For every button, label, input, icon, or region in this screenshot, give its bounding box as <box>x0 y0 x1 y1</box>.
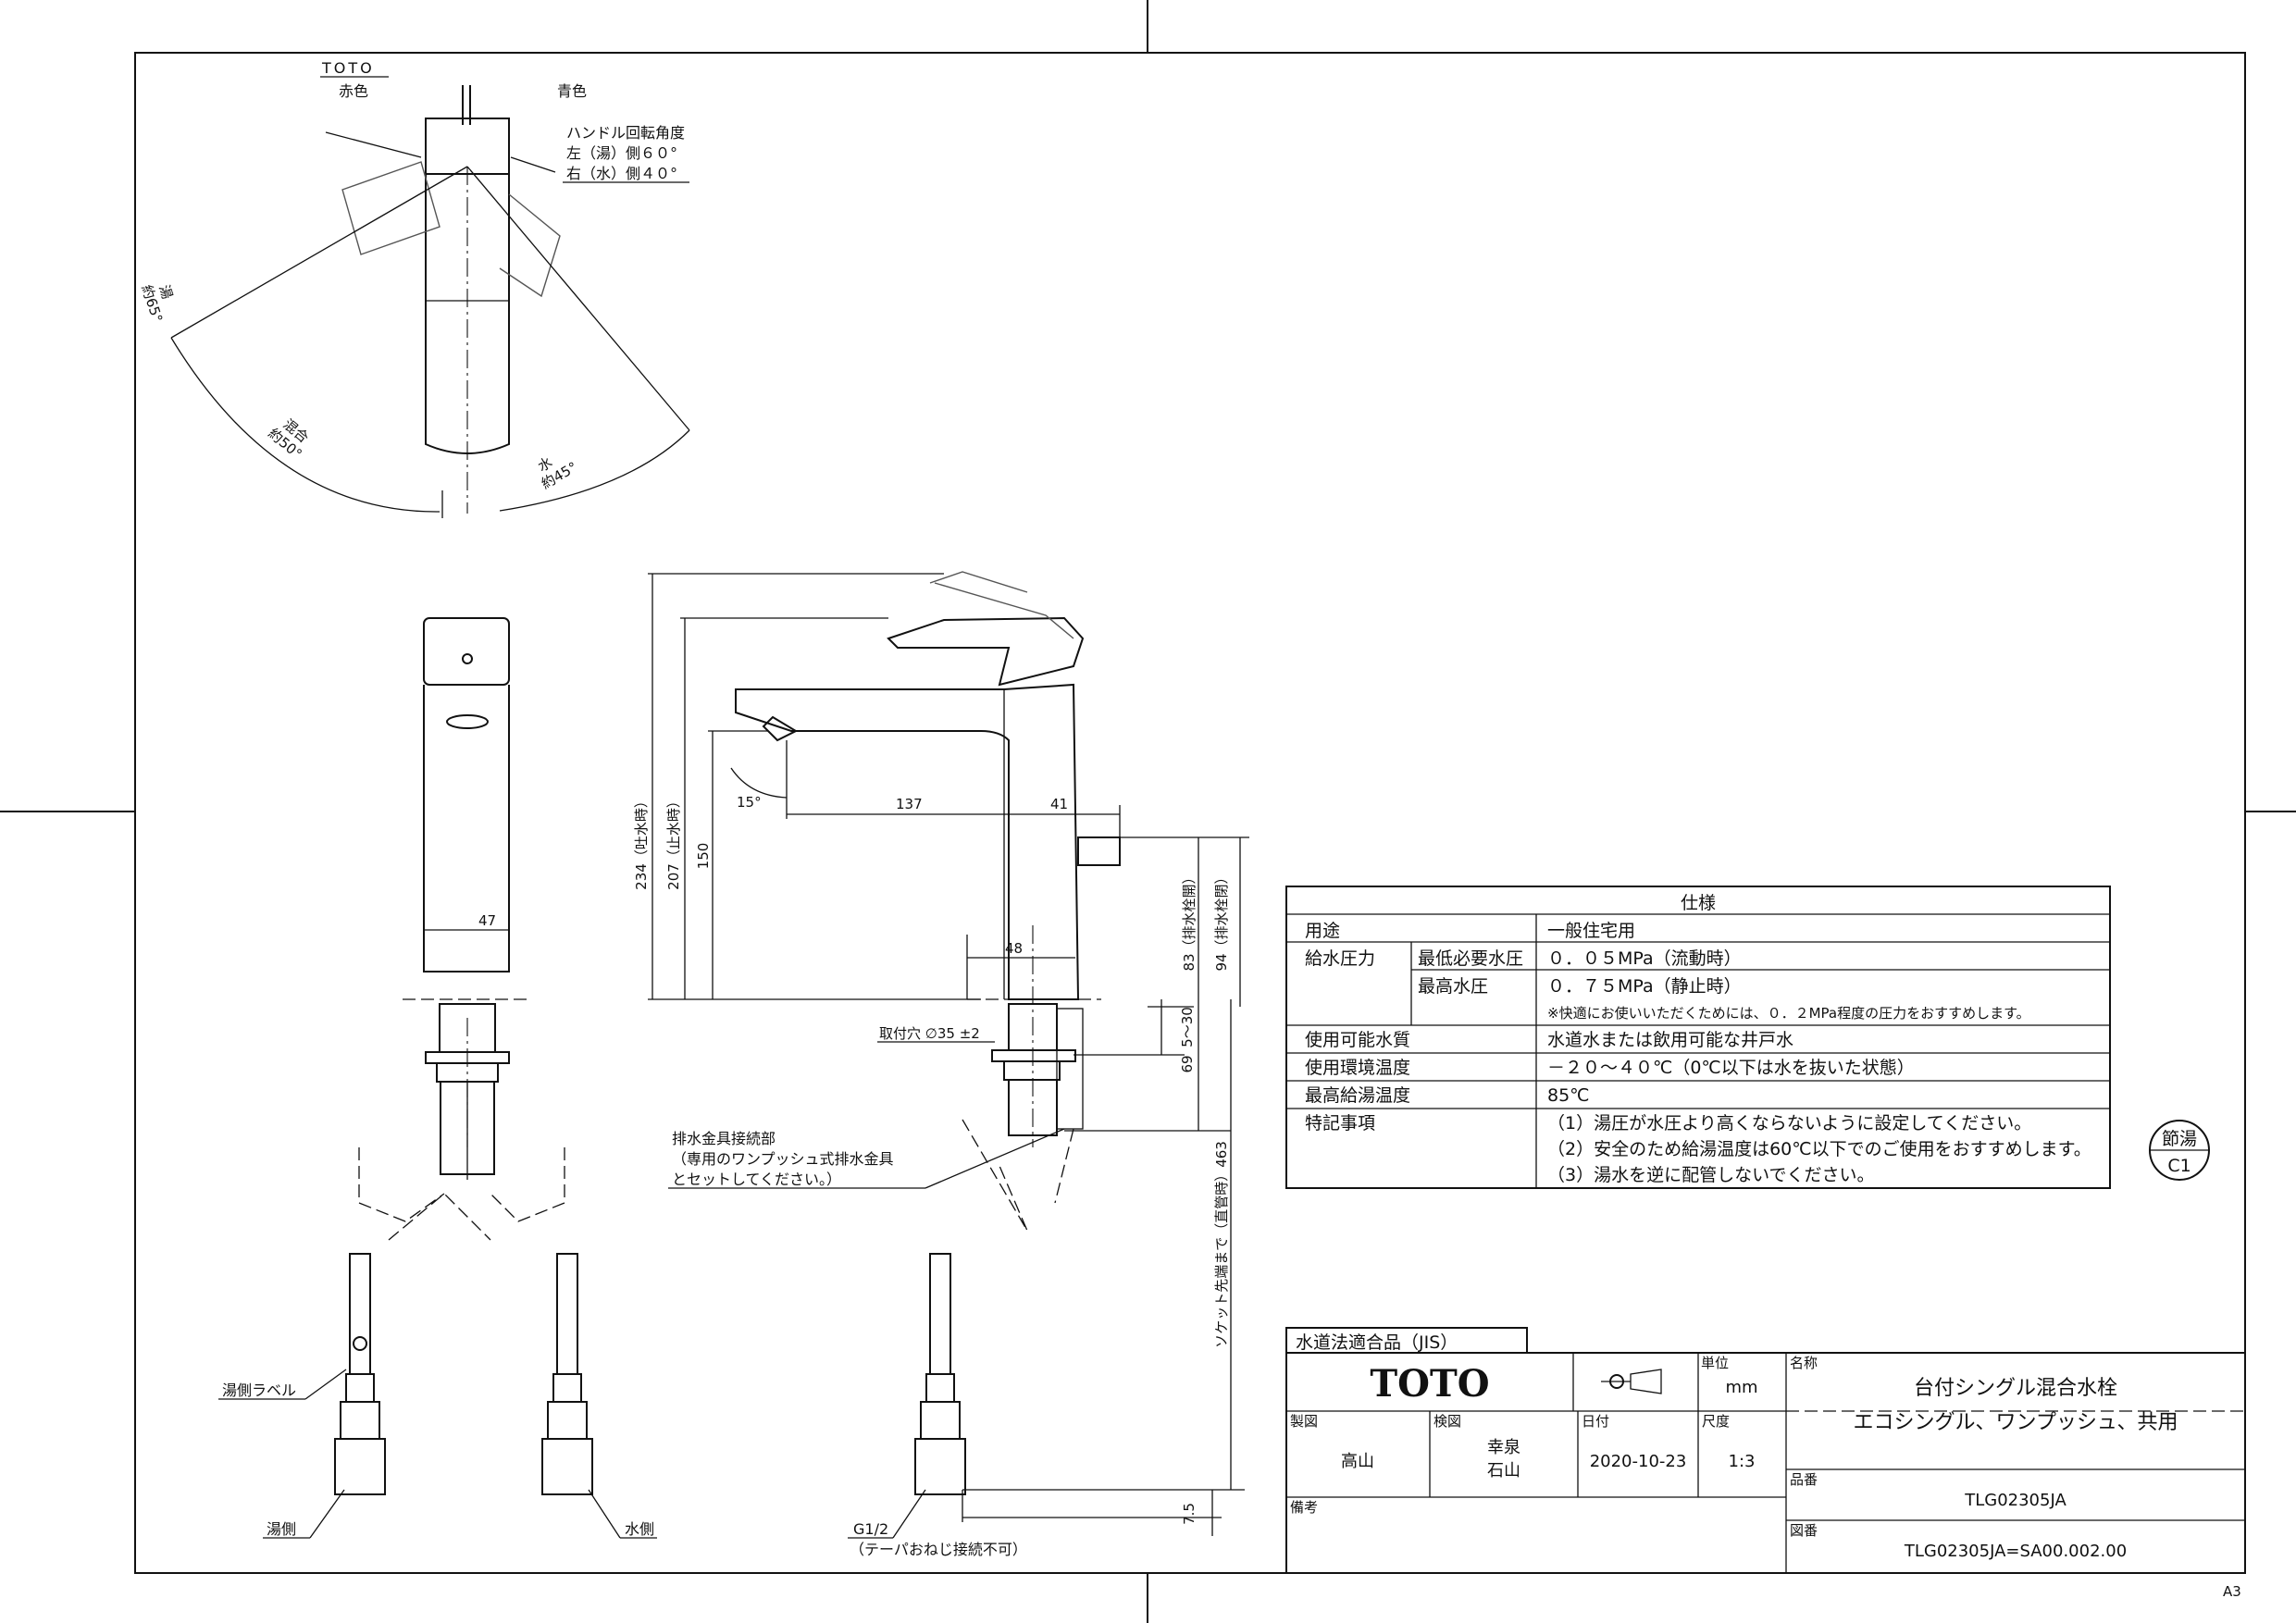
spec-table <box>1285 886 2111 1189</box>
scale-value: 1:3 <box>1729 1452 1756 1471</box>
drawn-label: 製図 <box>1290 1413 1318 1430</box>
spec-max-label: 最高水圧 <box>1418 976 1488 997</box>
spec-pressure-label: 給水圧力 <box>1305 948 1375 969</box>
title-block <box>1285 1327 2246 1574</box>
stamp-top: 節湯 <box>2162 1129 2197 1149</box>
sheet-size: A3 <box>2223 1583 2241 1600</box>
spec-hot-label: 最高給湯温度 <box>1305 1085 1410 1106</box>
checked-label: 検図 <box>1433 1413 1461 1430</box>
dim-48: 48 <box>1005 940 1023 957</box>
front-view <box>334 617 593 1495</box>
hot-angle-label: 湯 <box>155 283 176 302</box>
mount-hole: 取付穴 ∅35 ±2 <box>879 1025 980 1042</box>
spec-min-value: ０．０５MPa（流動時） <box>1547 948 1742 969</box>
spec-note-1: （1）湯圧が水圧より高くならないように設定してください。 <box>1547 1113 2031 1134</box>
part-value: TLG02305JA <box>1964 1491 2066 1510</box>
spec-min-label: 最低必要水圧 <box>1418 948 1523 969</box>
spec-hot-value: 85℃ <box>1547 1085 1590 1106</box>
cold-side-label: 水側 <box>625 1520 654 1538</box>
spec-pressure-note: ※快適にお使いいただくためには、０．２MPa程度の圧力をおすすめします。 <box>1547 1005 2030 1022</box>
spec-env-label: 使用環境温度 <box>1305 1058 1410 1078</box>
dim-15deg: 15° <box>737 794 762 811</box>
date-value: 2020-10-23 <box>1590 1452 1687 1471</box>
dim-7-5: 7.5 <box>1181 1503 1198 1525</box>
dim-69: 69 <box>1179 1055 1196 1072</box>
spec-note-2: （2）安全のため給湯温度は60℃以下でのご使用をおすすめします。 <box>1547 1139 2091 1159</box>
spec-water-value: 水道水または飲用可能な井戸水 <box>1547 1030 1793 1050</box>
date-label: 日付 <box>1582 1413 1609 1430</box>
g-thread-note: （テーパおねじ接続不可） <box>850 1541 1027 1558</box>
dim-234: 234（吐水時） <box>633 794 650 890</box>
brand-mark: TOTO <box>321 59 375 77</box>
hot-side-label: 湯側 <box>267 1520 296 1538</box>
spec-note-3: （3）湯水を逆に配管しないでください。 <box>1547 1165 1875 1185</box>
drain-callout-3: とセットしてください。） <box>672 1171 841 1188</box>
name-label: 名称 <box>1790 1355 1818 1371</box>
spec-max-value: ０．７５MPa（静止時） <box>1547 976 1742 997</box>
g-thread: G1/2 <box>853 1520 888 1538</box>
part-label: 品番 <box>1790 1471 1818 1488</box>
toto-logo: TOTO <box>1370 1362 1489 1406</box>
rotation-left: 左（湯）側６０° <box>566 144 677 162</box>
dim-5-30: 5～30 <box>1179 1007 1196 1047</box>
red-label: 赤色 <box>339 82 368 100</box>
top-view <box>170 85 690 518</box>
hot-label-tag: 湯側ラベル <box>222 1381 296 1399</box>
stamp-bottom: C1 <box>2167 1156 2191 1176</box>
dim-41: 41 <box>1050 796 1068 812</box>
dim-137: 137 <box>896 796 923 812</box>
dim-94: 94（排水栓閉） <box>1213 870 1230 971</box>
blue-label: 青色 <box>557 82 587 100</box>
rotation-title: ハンドル回転角度 <box>566 124 685 142</box>
checked-value-2: 石山 <box>1487 1461 1520 1481</box>
rotation-right: 右（水）側４０° <box>566 165 677 182</box>
spec-notes-label: 特記事項 <box>1305 1113 1375 1134</box>
drain-callout-2: （専用のワンプッシュ式排水金具 <box>672 1150 894 1168</box>
dim-207: 207（止水時） <box>665 794 682 890</box>
spec-use-value: 一般住宅用 <box>1547 921 1635 941</box>
unit-value: mm <box>1725 1378 1757 1397</box>
spec-title: 仕様 <box>1681 893 1716 913</box>
drawn-value: 高山 <box>1341 1452 1374 1471</box>
drain-callout-1: 排水金具接続部 <box>672 1130 776 1147</box>
scale-label: 尺度 <box>1702 1413 1730 1430</box>
jis-label: 水道法適合品（JIS） <box>1296 1332 1458 1353</box>
subtitle-value: エコシングル、ワンプッシュ、共用 <box>1854 1411 2178 1434</box>
checked-value-1: 幸泉 <box>1487 1438 1520 1457</box>
water-saving-stamp <box>2149 1120 2210 1181</box>
drawing-value: TLG02305JA=SA00.002.00 <box>1904 1542 2127 1561</box>
remarks-label: 備考 <box>1290 1499 1318 1516</box>
spec-water-label: 使用可能水質 <box>1305 1030 1410 1050</box>
dim-463: ソケット先端まで（直管時）463 <box>1213 1141 1230 1348</box>
spec-env-value: －２０～４０℃（0℃以下は水を抜いた状態） <box>1547 1058 1915 1078</box>
spec-use-label: 用途 <box>1305 921 1340 941</box>
dim-150: 150 <box>695 843 712 870</box>
dim-83: 83（排水栓開） <box>1181 870 1198 971</box>
unit-label: 単位 <box>1701 1355 1729 1371</box>
dim-47: 47 <box>478 912 496 929</box>
side-view <box>648 571 1249 1536</box>
name-value: 台付シングル混合水栓 <box>1914 1377 2117 1400</box>
drawing-label: 図番 <box>1790 1522 1818 1539</box>
